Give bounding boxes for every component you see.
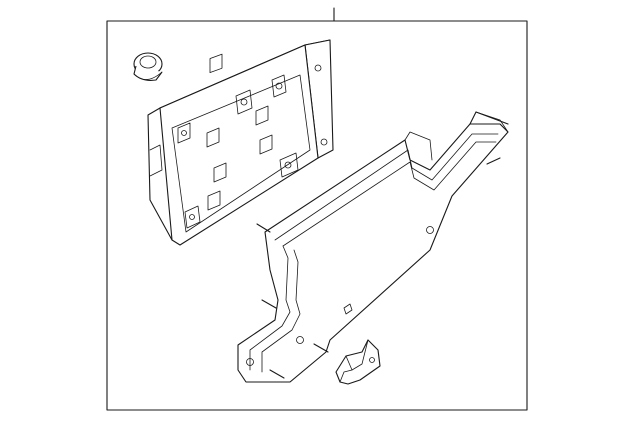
retainer-nut <box>133 52 163 81</box>
clip <box>335 339 381 385</box>
control-module <box>147 39 334 246</box>
mounting-bracket <box>237 111 509 383</box>
diagram-frame <box>106 20 528 411</box>
